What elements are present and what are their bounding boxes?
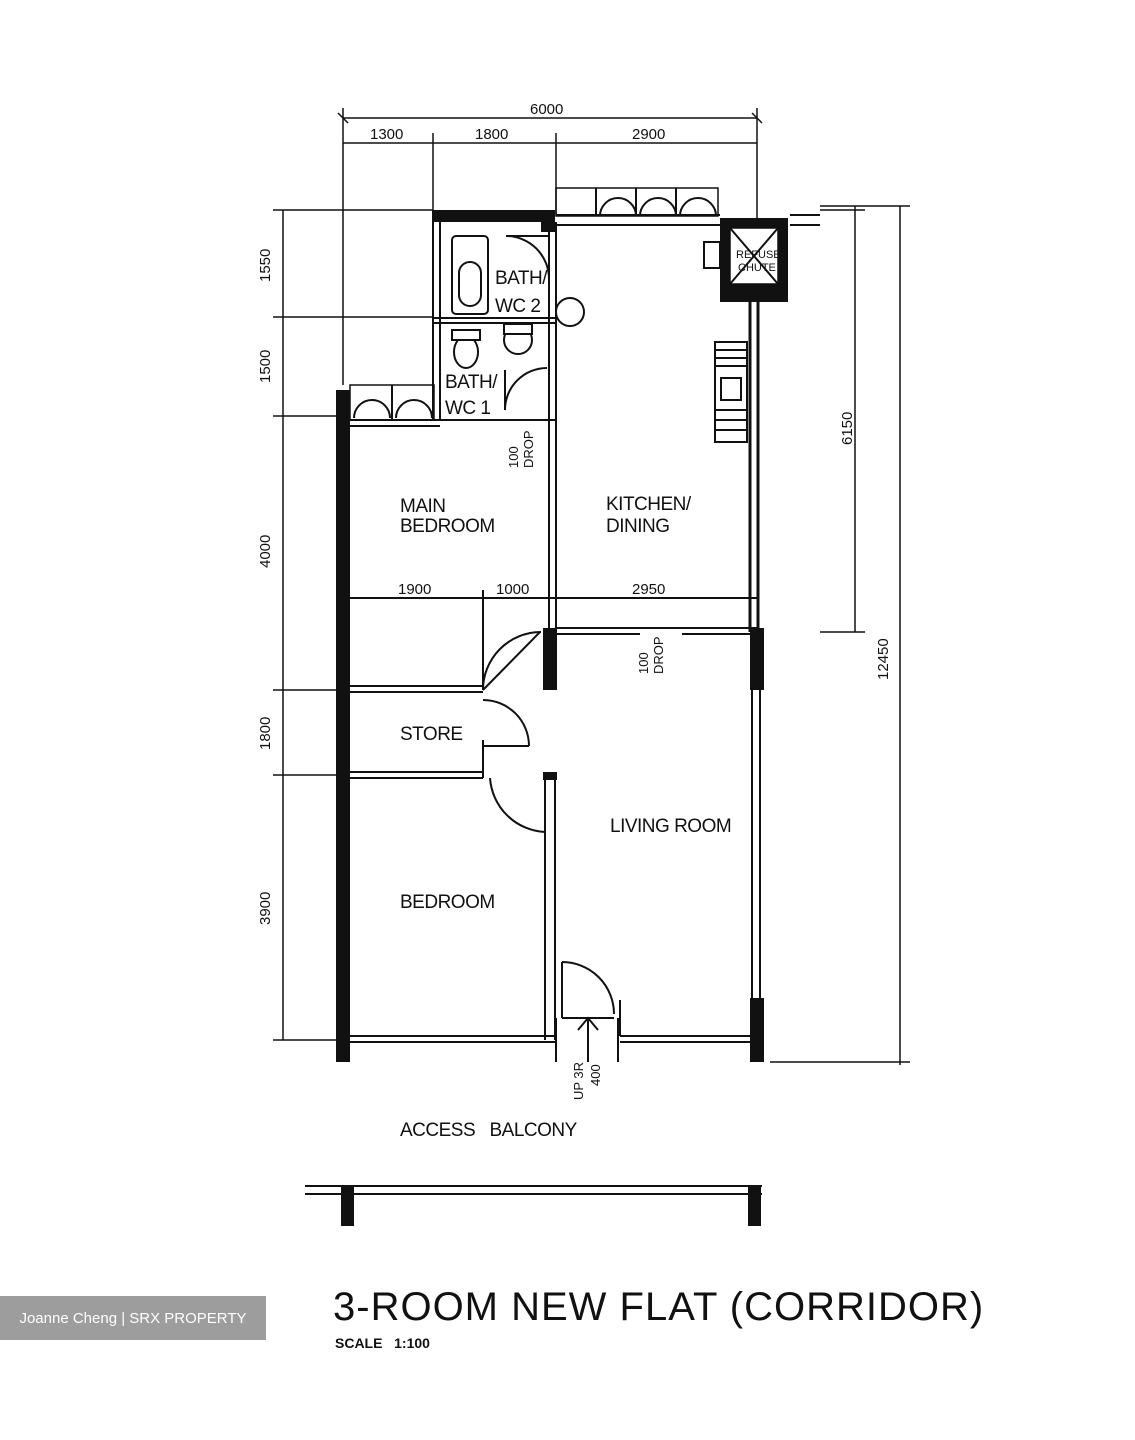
dim-left-3: 4000 xyxy=(257,535,274,568)
right-dimensions: 6150 12450 xyxy=(770,205,910,1065)
label-refuse-line1: REFUSE xyxy=(736,249,781,261)
dim-left-2: 1500 xyxy=(257,350,274,383)
dim-right-kitchen: 6150 xyxy=(839,412,856,445)
dim-top-3: 2900 xyxy=(632,126,665,143)
label-bath2-line2: WC 2 xyxy=(495,296,541,317)
top-dimensions: 6000 1300 1800 2900 xyxy=(337,101,763,385)
dim-mid-1: 1900 xyxy=(398,581,431,598)
plan-title: 3-ROOM NEW FLAT (CORRIDOR) xyxy=(333,1285,984,1329)
label-bath1-line1: BATH/ xyxy=(445,372,498,393)
dim-top-2: 1800 xyxy=(475,126,508,143)
label-living-room: LIVING ROOM xyxy=(610,816,731,837)
left-dimensions: 1550 1500 4000 1800 3900 xyxy=(257,209,433,1041)
dim-left-1: 1550 xyxy=(257,249,274,282)
walls xyxy=(336,210,820,1062)
dim-mid-3: 2950 xyxy=(632,581,665,598)
label-upstep-line1: UP 3R xyxy=(571,1062,586,1100)
watermark-text: Joanne Cheng | SRX PROPERTY xyxy=(19,1309,247,1327)
label-bedroom: BEDROOM xyxy=(400,892,495,913)
dim-overall-width: 6000 xyxy=(530,101,563,118)
label-bath2-line1: BATH/ xyxy=(495,268,548,289)
label-access-balcony: ACCESS BALCONY xyxy=(400,1120,578,1141)
label-main-bedroom-line1: MAIN xyxy=(400,496,446,517)
dim-top-1: 1300 xyxy=(370,126,403,143)
corridor-parapet xyxy=(305,1185,762,1226)
plan-scale: SCALE 1:100 xyxy=(335,1335,430,1351)
dim-right-overall: 12450 xyxy=(875,638,892,680)
label-refuse-line2: CHUTE xyxy=(738,262,776,274)
label-kitchen-line2: DINING xyxy=(606,516,670,537)
fixtures xyxy=(451,235,748,443)
doors-windows xyxy=(349,187,719,1062)
watermark: Joanne Cheng | SRX PROPERTY xyxy=(0,1296,266,1340)
label-bath1-line2: WC 1 xyxy=(445,398,491,419)
label-drop2-line2: DROP xyxy=(651,636,666,674)
label-drop1-line1: 100 xyxy=(506,446,521,468)
label-drop1-line2: DROP xyxy=(521,430,536,468)
dim-mid-2: 1000 xyxy=(496,581,529,598)
label-store: STORE xyxy=(400,724,463,745)
label-main-bedroom-line2: BEDROOM xyxy=(400,516,495,537)
label-kitchen-line1: KITCHEN/ xyxy=(606,494,692,515)
label-drop2-line1: 100 xyxy=(636,652,651,674)
dim-left-4: 1800 xyxy=(257,717,274,750)
dim-left-5: 3900 xyxy=(257,892,274,925)
room-labels: BATH/ WC 2 BATH/ WC 1 REFUSE CHUTE MAIN … xyxy=(398,249,781,1141)
label-upstep-line2: 400 xyxy=(588,1064,603,1086)
